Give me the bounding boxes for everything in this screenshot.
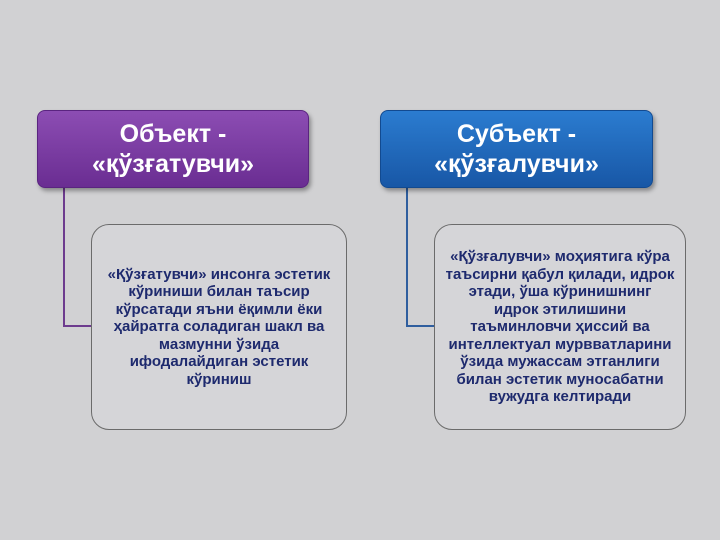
object-description-text: «Қўзғатувчи» инсонга эстетик кўриниши би… bbox=[107, 265, 331, 388]
right-connector-vertical bbox=[406, 188, 408, 327]
object-header-title: Объект - bbox=[119, 120, 227, 148]
subject-header-box: Субъект - «қўзғалувчи» bbox=[380, 110, 653, 188]
object-header-box: Объект - «қўзғатувчи» bbox=[37, 110, 309, 188]
object-header-subtitle: «қўзғатувчи» bbox=[91, 150, 255, 178]
left-connector-vertical bbox=[63, 188, 65, 327]
left-connector-horizontal bbox=[63, 325, 93, 327]
right-connector-horizontal bbox=[406, 325, 436, 327]
subject-header-title: Субъект - bbox=[456, 120, 577, 148]
subject-description-text: «Қўзғалувчи» моҳиятига кўра таъсирни қаб… bbox=[445, 248, 675, 406]
subject-header-subtitle: «қўзғалувчи» bbox=[434, 150, 599, 178]
subject-description-box: «Қўзғалувчи» моҳиятига кўра таъсирни қаб… bbox=[434, 224, 686, 430]
object-description-box: «Қўзғатувчи» инсонга эстетик кўриниши би… bbox=[91, 224, 347, 430]
